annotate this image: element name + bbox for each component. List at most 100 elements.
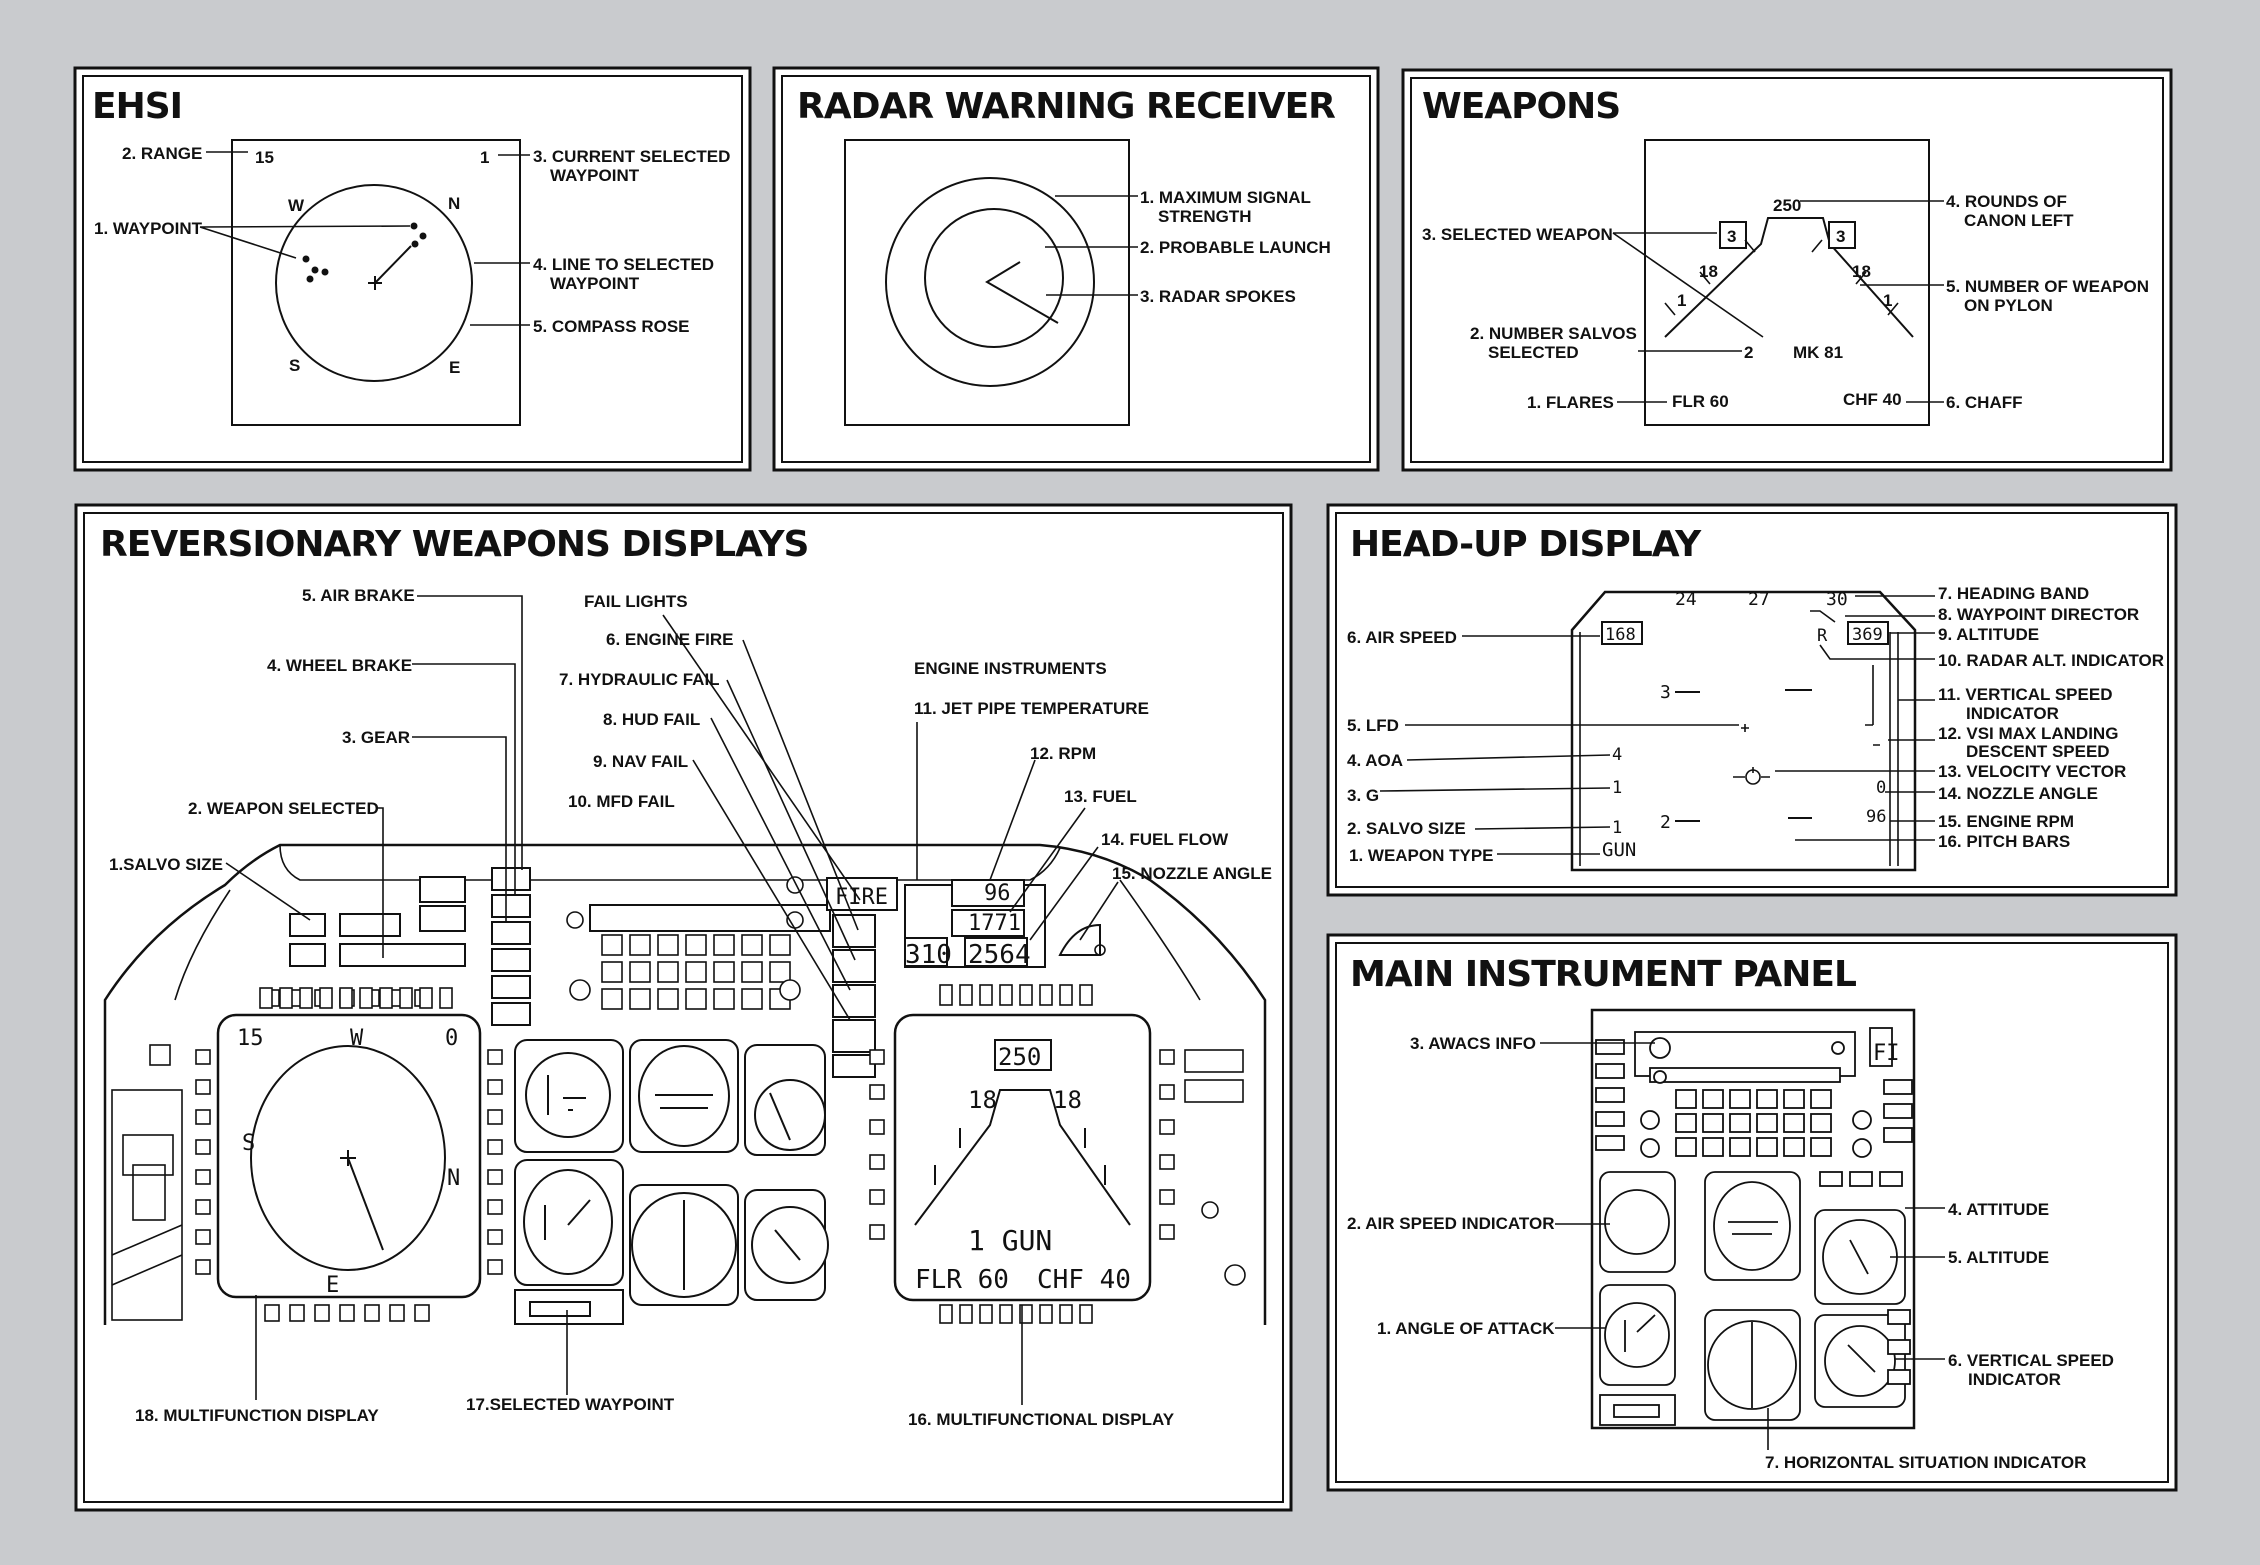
mip-drawing: [1595, 1027, 1913, 1426]
hud-label-lfd: 5. LFD: [1347, 716, 1399, 735]
weapons-title: WEAPONS: [1422, 86, 1620, 127]
right-mfd-buttons: [869, 984, 1175, 1324]
rpm-digital: 96: [984, 881, 1011, 906]
mip-leaders: [1540, 1042, 1945, 1450]
hud-altitude: 369: [1852, 625, 1883, 645]
weapons-label-pylon: 5. NUMBER OF WEAPON: [1946, 277, 2149, 296]
ehsi-label-line: 4. LINE TO SELECTED: [533, 255, 714, 274]
mip-label-awacs: 3. AWACS INFO: [1410, 1034, 1536, 1053]
hud-heading-24: 24: [1675, 589, 1697, 610]
weapons-label-selected: 3. SELECTED WEAPON: [1422, 225, 1613, 244]
rev-label-hydraulic: 7. HYDRAULIC FAIL: [559, 670, 720, 689]
weapons-weapon-name: MK 81: [1793, 343, 1843, 362]
hud-label-radar-alt: 10. RADAR ALT. INDICATOR: [1938, 651, 2164, 670]
rwr-label-max-signal-2: STRENGTH: [1158, 207, 1252, 226]
mip-title: MAIN INSTRUMENT PANEL: [1350, 954, 1856, 995]
hud-label-vsi-2: INDICATOR: [1966, 704, 2059, 723]
mip-label-hsi: 7. HORIZONTAL SITUATION INDICATOR: [1765, 1453, 2086, 1472]
left-mfd-w: S: [242, 1131, 255, 1156]
mip-fire-light: FI: [1873, 1041, 1900, 1066]
mip-label-air-speed: 2. AIR SPEED INDICATOR: [1347, 1214, 1555, 1233]
waypoint-dots: [302, 222, 427, 283]
rev-label-weapon-selected: 2. WEAPON SELECTED: [188, 799, 379, 818]
pylon-right-box: [1828, 221, 1856, 249]
rev-label-gear: 3. GEAR: [342, 728, 410, 747]
weapons-label-pylon-2: ON PYLON: [1964, 296, 2053, 315]
ehsi-label-current-wp: 3. CURRENT SELECTED: [533, 147, 730, 166]
hud-weapon: GUN: [1602, 839, 1636, 861]
hud-label-vsi: 11. VERTICAL SPEED: [1938, 685, 2112, 704]
mip-label-altitude: 5. ALTITUDE: [1948, 1248, 2049, 1267]
weapon-outline: [1664, 217, 1914, 338]
rwr-label-max-signal: 1. MAXIMUM SIGNAL: [1140, 188, 1311, 207]
compass-w: W: [288, 196, 305, 215]
rev-label-nozzle: 15. NOZZLE ANGLE: [1112, 864, 1272, 883]
hud-label-salvo: 2. SALVO SIZE: [1347, 819, 1466, 838]
upper-rocker-row: [259, 987, 453, 1009]
hud-label-wp-director: 8. WAYPOINT DIRECTOR: [1938, 605, 2139, 624]
hud-g: 1: [1612, 778, 1622, 798]
rev-label-nav-fail: 9. NAV FAIL: [593, 752, 688, 771]
hud-label-vsi-max-2: DESCENT SPEED: [1966, 742, 2110, 761]
hud-label-velocity: 13. VELOCITY VECTOR: [1938, 762, 2126, 781]
jpt-digital: 310: [905, 940, 952, 970]
hud-aoa: 4: [1612, 745, 1622, 765]
weapons-salvo-left: 1: [1677, 291, 1686, 310]
rev-label-fail-lights: FAIL LIGHTS: [584, 592, 688, 611]
hud-label-weapon-type: 1. WEAPON TYPE: [1349, 846, 1494, 865]
hud-label-aoa: 4. AOA: [1347, 751, 1403, 770]
fuel-flow-digital: 2564: [968, 940, 1031, 970]
hud-label-g: 3. G: [1347, 786, 1379, 805]
rwr-label-spokes: 3. RADAR SPOKES: [1140, 287, 1296, 306]
status-light-stack: [491, 867, 531, 1026]
rev-label-jpt: 11. JET PIPE TEMPERATURE: [914, 699, 1149, 718]
weapons-salvo-value: 2: [1744, 343, 1753, 362]
hud-label-vsi-max: 12. VSI MAX LANDING: [1938, 724, 2118, 743]
weapons-count-left: 18: [1699, 262, 1718, 281]
left-mfd-n: W: [350, 1026, 364, 1051]
hud-label-heading: 7. HEADING BAND: [1938, 584, 2089, 603]
ehsi-label-waypoint: 1. WAYPOINT: [94, 219, 203, 238]
fire-light: FIRE: [835, 885, 888, 910]
ehsi-label-current-wp-2: WAYPOINT: [550, 166, 640, 185]
line-to-waypoint: [374, 245, 412, 284]
hud-pitch-upper: 3: [1660, 682, 1671, 703]
fuel-digital: 1771: [968, 911, 1021, 936]
weapons-label-flares: 1. FLARES: [1527, 393, 1614, 412]
weapons-rounds: 250: [1773, 196, 1801, 215]
reversionary-panel: REVERSIONARY WEAPONS DISPLAYS 15 0 W N S…: [74, 503, 1293, 1512]
rev-label-rpm: 12. RPM: [1030, 744, 1096, 763]
rwr-label-launch: 2. PROBABLE LAUNCH: [1140, 238, 1331, 257]
ehsi-range-value: 15: [255, 148, 274, 167]
rev-label-air-brake: 5. AIR BRAKE: [302, 586, 415, 605]
weapons-label-salvos-2: SELECTED: [1488, 343, 1579, 362]
rev-leaders: [225, 595, 1119, 1405]
compass-s: S: [289, 356, 300, 375]
rev-label-mfd-left: 18. MULTIFUNCTION DISPLAY: [135, 1406, 379, 1425]
hud-label-altitude: 9. ALTITUDE: [1938, 625, 2039, 644]
hud-salvo: 1: [1612, 818, 1622, 838]
ehsi-label-compass: 5. COMPASS ROSE: [533, 317, 690, 336]
ehsi-label-range: 2. RANGE: [122, 144, 202, 163]
weapons-label-rounds-2: CANON LEFT: [1964, 211, 2074, 230]
hud-radar-alt: R: [1817, 626, 1828, 646]
weapons-flares: FLR 60: [1672, 392, 1729, 411]
hud-frame: [1570, 590, 1917, 872]
rev-label-hud-fail: 8. HUD FAIL: [603, 710, 700, 729]
ehsi-label-line-2: WAYPOINT: [550, 274, 640, 293]
hud-leaders: [1379, 595, 1935, 855]
aircraft-symbol: [368, 276, 382, 290]
rev-title: REVERSIONARY WEAPONS DISPLAYS: [100, 524, 808, 565]
left-mfd-compass: [250, 1045, 446, 1271]
hud-nozzle: 0: [1876, 778, 1886, 798]
left-mfd-e: N: [447, 1166, 460, 1191]
hud-rpm: 96: [1866, 807, 1886, 827]
weapons-salvo-right: 1: [1883, 291, 1892, 310]
hud-label-nozzle: 14. NOZZLE ANGLE: [1938, 784, 2098, 803]
hud-airspeed: 168: [1605, 625, 1636, 645]
rev-label-wheel-brake: 4. WHEEL BRAKE: [267, 656, 412, 675]
radar-spokes: [985, 261, 1059, 324]
weapons-label-rounds: 4. ROUNDS OF: [1946, 192, 2067, 211]
mip-label-aoa: 1. ANGLE OF ATTACK: [1377, 1319, 1555, 1338]
